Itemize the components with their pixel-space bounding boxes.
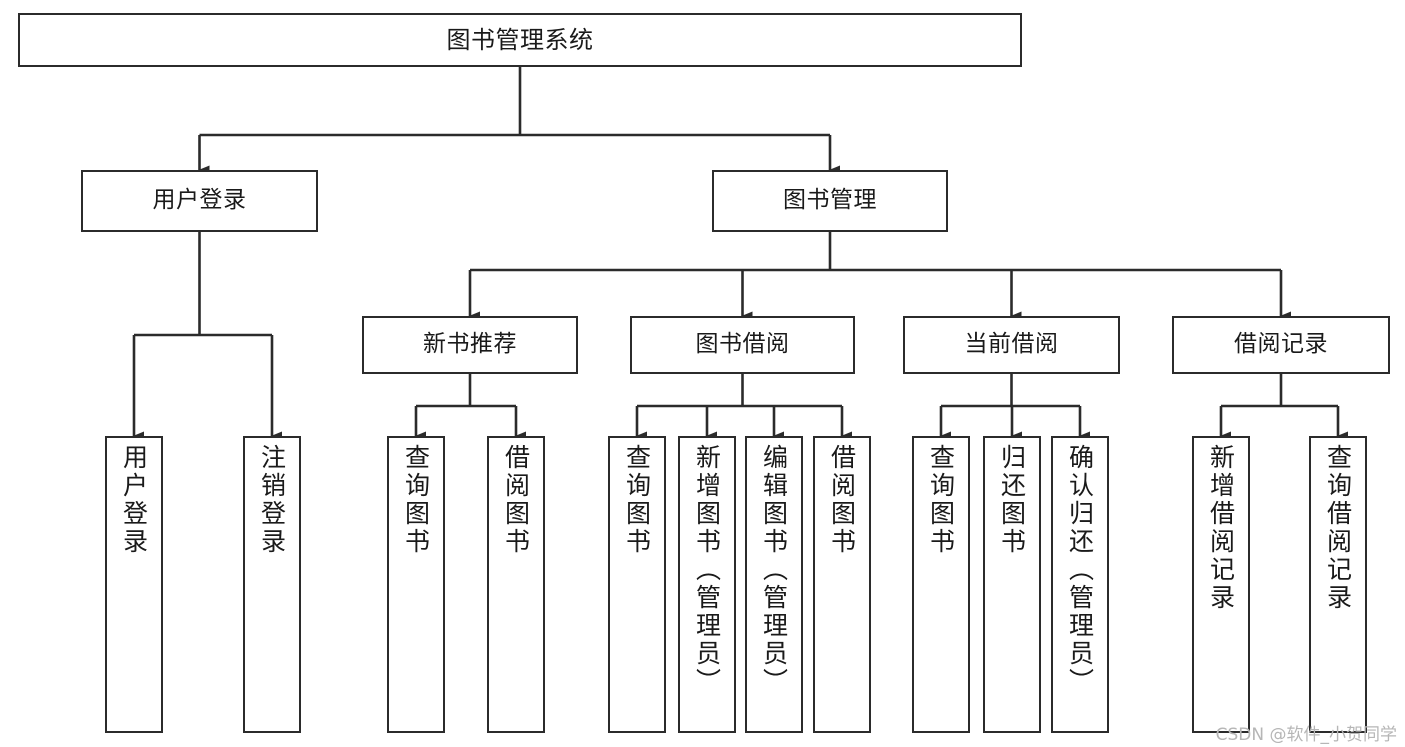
node-leaf-bb-borrow: 借阅图书 [813,436,871,733]
node-root: 图书管理系统 [18,13,1022,67]
node-label-leaf-bb-query: 查询图书 [622,444,652,556]
node-leaf-cb-query: 查询图书 [912,436,970,733]
node-borrow-record: 借阅记录 [1172,316,1390,374]
node-label-leaf-user-login: 用户登录 [119,444,149,556]
node-label-leaf-rec-borrow: 借阅图书 [501,444,531,556]
node-leaf-cb-return: 归还图书 [983,436,1041,733]
node-leaf-user-login: 用户登录 [105,436,163,733]
node-label-leaf-cb-confirm: 确认归还（管理员） [1065,444,1095,696]
node-label-leaf-cb-query: 查询图书 [926,444,956,556]
node-label-new-book-rec: 新书推荐 [423,331,517,358]
node-label-leaf-bb-borrow: 借阅图书 [827,444,857,556]
node-label-leaf-br-add: 新增借阅记录 [1206,444,1236,612]
node-label-leaf-bb-add: 新增图书（管理员） [692,444,722,696]
connector-lines [132,67,1348,441]
node-leaf-user-logout: 注销登录 [243,436,301,733]
node-label-book-manage: 图书管理 [783,187,877,214]
node-label-leaf-br-query: 查询借阅记录 [1323,444,1353,612]
node-label-leaf-cb-return: 归还图书 [997,444,1027,556]
watermark-text: CSDN @软件_小贺同学 [1215,725,1397,745]
node-leaf-bb-edit: 编辑图书（管理员） [745,436,803,733]
node-label-root: 图书管理系统 [446,25,594,54]
node-label-book-borrow: 图书借阅 [695,331,790,358]
node-label-leaf-rec-query: 查询图书 [401,444,431,556]
node-leaf-rec-query: 查询图书 [387,436,445,733]
node-label-current-borrow: 当前借阅 [964,331,1059,358]
node-book-borrow: 图书借阅 [630,316,855,374]
node-leaf-br-query: 查询借阅记录 [1309,436,1367,733]
node-current-borrow: 当前借阅 [903,316,1120,374]
node-leaf-br-add: 新增借阅记录 [1192,436,1250,733]
node-leaf-rec-borrow: 借阅图书 [487,436,545,733]
node-label-leaf-bb-edit: 编辑图书（管理员） [759,444,789,696]
node-leaf-bb-query: 查询图书 [608,436,666,733]
node-user-login: 用户登录 [81,170,318,232]
node-book-manage: 图书管理 [712,170,948,232]
node-label-leaf-user-logout: 注销登录 [257,444,287,556]
node-new-book-rec: 新书推荐 [362,316,578,374]
node-leaf-bb-add: 新增图书（管理员） [678,436,736,733]
node-label-borrow-record: 借阅记录 [1234,331,1328,358]
node-leaf-cb-confirm: 确认归还（管理员） [1051,436,1109,733]
node-label-user-login: 用户登录 [152,187,247,214]
